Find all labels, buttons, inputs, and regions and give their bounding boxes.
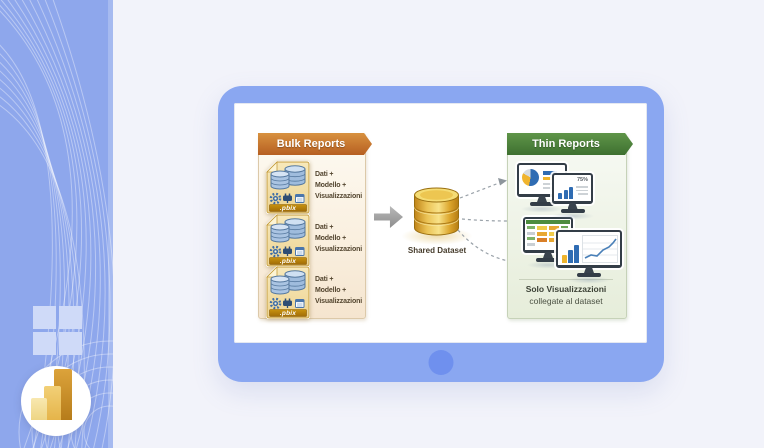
thin-reports-banner: Thin Reports — [507, 133, 633, 155]
tablet-screen: Bulk Reports — [234, 103, 647, 343]
bulk-reports-title: Bulk Reports — [276, 138, 346, 150]
line-chart-icon — [582, 235, 618, 263]
power-bi-bar-mid — [44, 386, 61, 420]
pbix-file-extension: .pbix — [279, 310, 297, 317]
pbix-file-extension: .pbix — [279, 205, 297, 212]
decorative-strip — [0, 0, 113, 448]
bulk-item-description: Dati + Modello + Visualizzazioni — [315, 224, 363, 253]
tablet-home-button — [428, 350, 454, 375]
bulk-item-description: Dati + Modello + Visualizzazioni — [315, 171, 363, 200]
pbix-file-extension: .pbix — [279, 258, 297, 265]
bar-chart-icon — [558, 193, 562, 199]
bar-chart-icon — [562, 255, 567, 263]
strip-edge-highlight — [108, 0, 113, 448]
shared-dataset-label: Shared Dataset — [407, 246, 467, 255]
table-icon — [526, 220, 570, 224]
monitor-trend-report-icon — [556, 230, 622, 284]
bulk-reports-banner: Bulk Reports — [258, 133, 372, 155]
thin-footer-line1: Solo Visualizzazioni — [525, 284, 607, 294]
thin-reports-title: Thin Reports — [532, 138, 600, 150]
footer-divider — [519, 279, 613, 280]
power-bi-bar-short — [31, 398, 47, 420]
bulk-item-description: Dati + Modello + Visualizzazioni — [315, 276, 363, 305]
pie-chart-icon — [522, 169, 539, 186]
database-icon — [414, 187, 459, 236]
percent-badge: 75% — [576, 176, 588, 183]
thin-footer-line2: collegate al dataset — [529, 296, 603, 306]
power-bi-logo — [21, 366, 91, 436]
monitor-percent-report-icon: 75% — [549, 173, 596, 220]
tablet-frame: Bulk Reports — [218, 86, 664, 382]
window-grid-icon — [33, 306, 82, 355]
